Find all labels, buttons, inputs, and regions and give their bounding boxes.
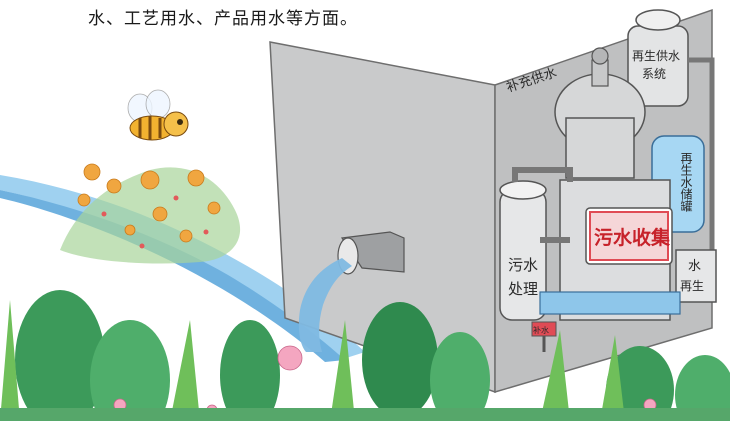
outlet-water-stream xyxy=(298,258,352,352)
label-recycled-system-2: 系统 xyxy=(642,67,666,81)
label-water-regen-2: 再生 xyxy=(680,279,704,293)
label-water-regen-1: 水 xyxy=(688,259,701,274)
label-sewage-treatment-2: 处理 xyxy=(508,280,538,298)
bee-illustration xyxy=(127,89,189,141)
foreground-plants xyxy=(0,290,730,421)
caption-text: 水、工艺用水、产品用水等方面。 xyxy=(88,9,358,29)
label-recycled-system-1: 再生供水 xyxy=(632,49,680,63)
label-recycled-tank: 再生水储罐 xyxy=(679,152,693,213)
label-sewage-treatment-1: 污水 xyxy=(508,256,538,274)
label-sewage-collection: 污水收集 xyxy=(594,226,671,249)
label-valve-tag: 补水 xyxy=(533,325,549,335)
flower-bush xyxy=(60,163,241,264)
